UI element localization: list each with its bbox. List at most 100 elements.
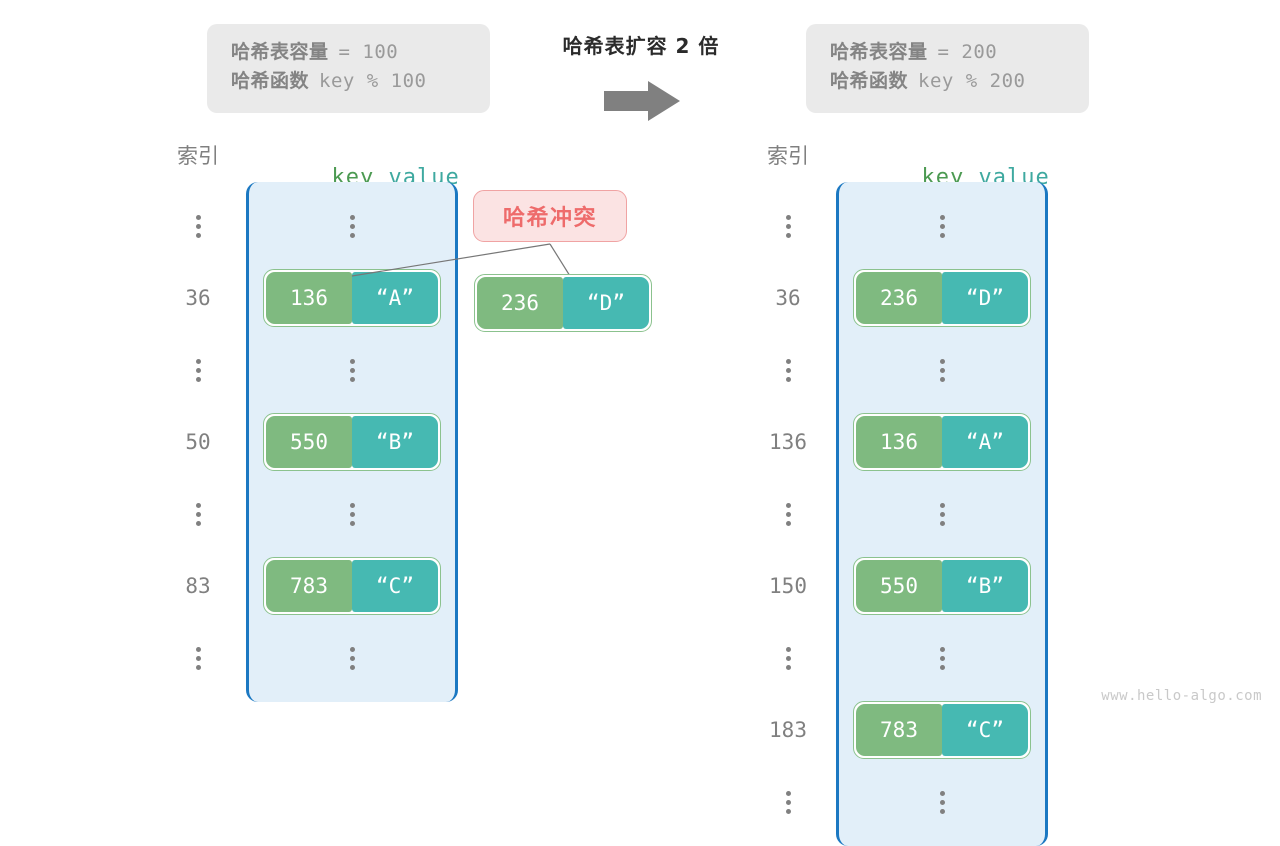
kv-key-cell: 136 [856,416,942,468]
hash-function-label: 哈希函数 [231,70,310,93]
kv-pair[interactable]: 783“C” [263,557,441,615]
transform-caption: 哈希表扩容 2 倍 [562,34,720,58]
bucket-ellipsis [839,334,1045,406]
bucket-row[interactable]: 550“B” [249,406,455,478]
vertical-ellipsis-icon [785,502,791,526]
capacity-value: = 200 [937,41,998,63]
hash-function-line: 哈希函数 key % 100 [231,67,466,96]
vertical-ellipsis-icon [195,358,201,382]
hash-collision-badge: 哈希冲突 [473,190,627,242]
kv-value-cell: “C” [352,560,438,612]
hash-function-label: 哈希函数 [830,70,909,93]
bucket-ellipsis [249,334,455,406]
capacity-label: 哈希表容量 [231,41,329,63]
hash-config-box-before: 哈希表容量 = 100 哈希函数 key % 100 [207,24,490,113]
vertical-ellipsis-icon [785,790,791,814]
bucket-ellipsis [839,478,1045,550]
bucket-ellipsis [249,190,455,262]
bucket-row[interactable]: 783“C” [249,550,455,622]
kv-value-cell: “A” [352,272,438,324]
index-column-header: 索引 [767,144,809,168]
vertical-ellipsis-icon [349,502,355,526]
vertical-ellipsis-icon [785,646,791,670]
index-column-header: 索引 [177,144,219,168]
bucket-row[interactable]: 136“A” [839,406,1045,478]
index-ellipsis [150,334,246,406]
index-label: 150 [769,574,807,598]
index-ellipsis [740,334,836,406]
kv-value-cell: “B” [942,560,1028,612]
index-column: 36 50 83 [150,182,246,694]
index-label: 50 [185,430,211,454]
vertical-ellipsis-icon [939,214,945,238]
index-ellipsis [150,622,246,694]
vertical-ellipsis-icon [939,502,945,526]
vertical-ellipsis-icon [195,646,201,670]
kv-value-cell: “A” [942,416,1028,468]
kv-key-cell: 783 [856,704,942,756]
bucket-row[interactable]: 236“D” [839,262,1045,334]
kv-value-cell: “C” [942,704,1028,756]
bucket-row[interactable]: 550“B” [839,550,1045,622]
bucket-column: 236“D” 136“A” 550“B” 783“C” [836,182,1048,846]
vertical-ellipsis-icon [195,502,201,526]
index-ellipsis [740,622,836,694]
hash-table-before: 索引 key value 36 50 83 136“A” 550“B” 783“C” [150,140,459,702]
watermark: www.hello-algo.com [1101,688,1262,704]
kv-pair[interactable]: 550“B” [263,413,441,471]
index-label: 183 [769,718,807,742]
kv-key-cell: 550 [266,416,352,468]
vertical-ellipsis-icon [349,646,355,670]
hash-function-value: key % 100 [319,70,427,93]
bucket-row[interactable]: 136“A” [249,262,455,334]
capacity-line: 哈希表容量 = 200 [830,38,1065,67]
index-label: 136 [769,430,807,454]
right-arrow-icon [604,81,680,121]
vertical-ellipsis-icon [785,214,791,238]
vertical-ellipsis-icon [349,358,355,382]
kv-key-cell: 236 [477,277,563,329]
kv-pair[interactable]: 236 “D” [474,274,652,332]
kv-pair[interactable]: 236“D” [853,269,1031,327]
kv-pair[interactable]: 783“C” [853,701,1031,759]
kv-pair[interactable]: 136“A” [263,269,441,327]
capacity-value: = 100 [338,41,399,63]
vertical-ellipsis-icon [785,358,791,382]
kv-value-cell: “D” [942,272,1028,324]
index-column: 36 136 150 183 [740,182,836,838]
bucket-column: 136“A” 550“B” 783“C” [246,182,458,702]
bucket-ellipsis [249,622,455,694]
hash-config-box-after: 哈希表容量 = 200 哈希函数 key % 200 [806,24,1089,113]
bucket-row[interactable]: 783“C” [839,694,1045,766]
vertical-ellipsis-icon [939,646,945,670]
index-label: 83 [185,574,211,598]
kv-key-cell: 550 [856,560,942,612]
kv-pair[interactable]: 136“A” [853,413,1031,471]
hash-function-line: 哈希函数 key % 200 [830,67,1065,96]
vertical-ellipsis-icon [195,214,201,238]
table-body: 36 50 83 136“A” 550“B” 783“C” [150,182,458,702]
index-label: 36 [775,286,801,310]
kv-value-cell: “D” [563,277,649,329]
index-label: 36 [185,286,211,310]
bucket-ellipsis [249,478,455,550]
bucket-ellipsis [839,190,1045,262]
column-headers: 索引 key value [740,140,1049,190]
kv-value-cell: “B” [352,416,438,468]
kv-key-cell: 236 [856,272,942,324]
vertical-ellipsis-icon [939,790,945,814]
kv-key-cell: 136 [266,272,352,324]
bucket-ellipsis [839,766,1045,838]
index-ellipsis [740,478,836,550]
bucket-ellipsis [839,622,1045,694]
collision-key-value-pair[interactable]: 236 “D” [474,274,652,332]
index-ellipsis [740,766,836,838]
column-headers: 索引 key value [150,140,459,190]
kv-pair[interactable]: 550“B” [853,557,1031,615]
hash-function-value: key % 200 [918,70,1026,93]
capacity-line: 哈希表容量 = 100 [231,38,466,67]
index-ellipsis [740,190,836,262]
vertical-ellipsis-icon [939,358,945,382]
